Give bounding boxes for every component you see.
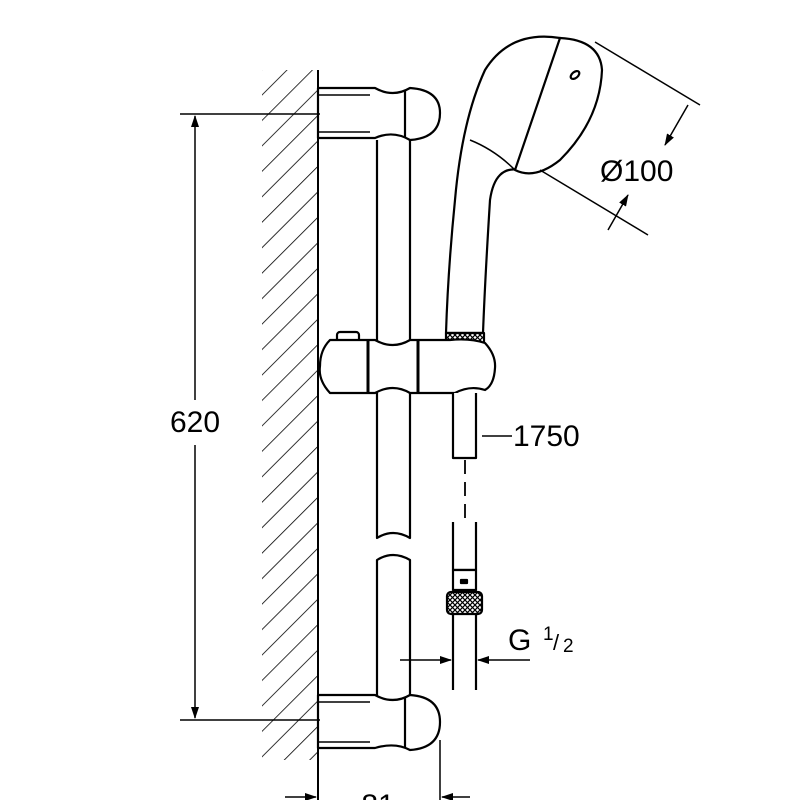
label-81: 81: [361, 789, 394, 800]
shower-rail: [375, 140, 412, 702]
label-hose-length: 1750: [513, 420, 580, 453]
rail-slider: [318, 330, 497, 395]
hand-shower: [444, 35, 604, 349]
label-diameter: Ø100: [600, 155, 673, 188]
top-wall-bracket: [316, 86, 442, 142]
dimension-81: [285, 740, 470, 800]
shower-hose: [445, 393, 484, 690]
label-thread: G: [508, 624, 531, 657]
label-620: 620: [170, 406, 220, 439]
label-thread-den: 2: [563, 636, 574, 657]
dimension-diameter: [539, 41, 701, 236]
wall: [262, 70, 319, 800]
bottom-wall-bracket: [316, 693, 442, 752]
dimension-620: [180, 113, 320, 721]
label-thread-slash: /: [553, 630, 560, 655]
label-thread-num: 1: [543, 624, 554, 645]
